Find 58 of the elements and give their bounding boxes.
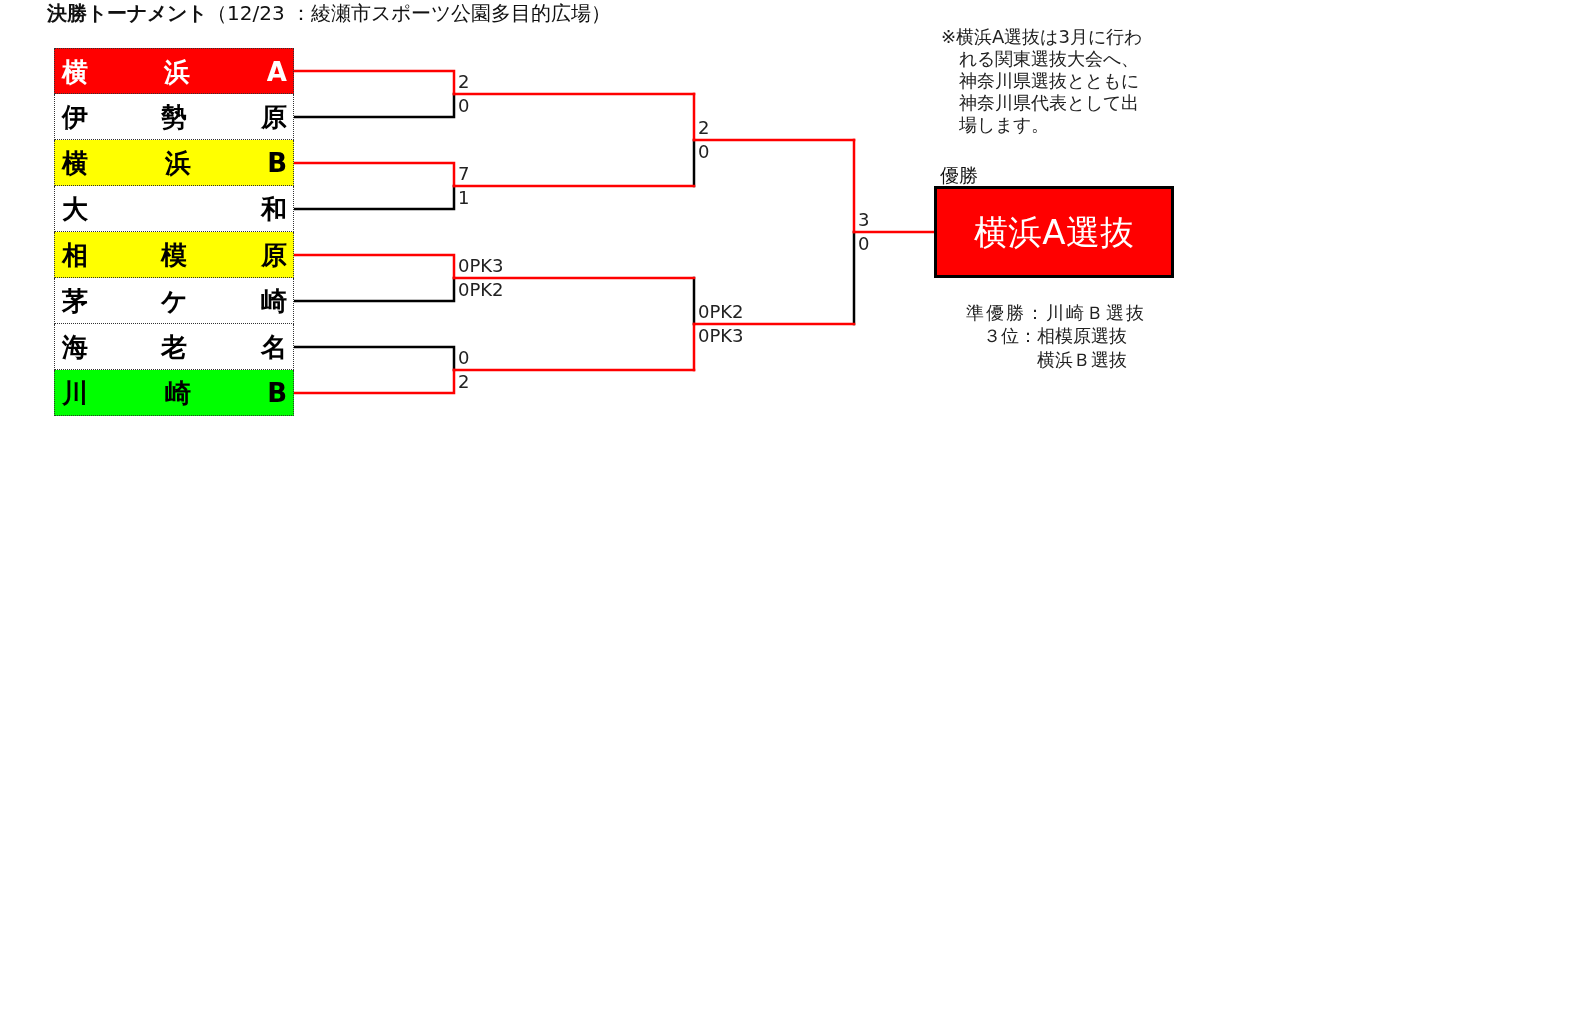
bracket-line [294,184,456,211]
bracket-entry [54,48,294,94]
team-name: 茅 ケ 崎 [62,286,287,316]
score-label: 0PK3 [698,326,744,346]
bracket-entry [54,232,294,278]
bracket-entry [54,140,294,186]
score-label: 3 [858,210,870,230]
bracket-line [852,230,934,234]
score-label: 7 [458,164,470,184]
bracket-line [692,138,856,142]
team-name: 横 浜 B [62,148,287,178]
bracket-line [294,368,456,395]
bracket-line [692,276,696,326]
champion-name: 横浜A選抜 [974,212,1134,252]
bracket-entry [54,278,294,324]
note-text: ※横浜A選抜は3月に行われる関東選抜大会へ、神奈川県選抜とともに神奈川県代表として出場します。 [941,26,1143,136]
score-label: 0 [458,348,470,368]
bracket-line [294,161,456,188]
score-label: 0 [458,96,470,116]
bracket-line [692,92,696,142]
champion-heading: 優勝 [940,164,978,186]
team-name: 伊 勢 原 [62,102,287,132]
score-label: 2 [698,118,710,138]
bracket-entry [54,94,294,140]
bracket-line [294,69,456,96]
team-name: 大 和 [62,194,287,224]
bracket-line [294,253,456,280]
score-label: 0PK2 [458,280,504,300]
result-text: 準優勝：川崎Ｂ選抜 [966,302,1146,324]
team-name: 海 老 名 [62,332,287,362]
bracket-line [852,138,856,234]
score-label: 0 [698,142,710,162]
bracket-line [294,276,456,303]
bracket-entry [54,370,294,416]
bracket-line [692,322,696,372]
bracket-line [692,138,696,188]
bracket-line [692,322,856,326]
diagram-title: 決勝トーナメント（12/23 ：綾瀬市スポーツ公園多目的広場） [47,1,611,25]
bracket-line [852,230,856,326]
bracket-entry [54,186,294,232]
score-label: 2 [458,372,470,392]
bracket-entry [54,324,294,370]
score-label: 0PK2 [698,302,744,322]
bracket-line [452,92,696,96]
team-name: 相 模 原 [62,240,287,270]
score-label: 0 [858,234,870,254]
bracket-line [452,368,696,372]
bracket-line [294,345,456,372]
team-name: 川 崎 B [62,378,287,408]
result-text: ３位：相模原選抜 [983,325,1127,347]
bracket-line [452,184,696,188]
score-label: 0PK3 [458,256,504,276]
bracket-line [294,92,456,119]
score-label: 2 [458,72,470,92]
bracket-line [452,276,696,280]
result-text: 横浜Ｂ選抜 [1037,349,1127,371]
team-name: 横 浜 A [62,57,287,87]
score-label: 1 [458,188,470,208]
